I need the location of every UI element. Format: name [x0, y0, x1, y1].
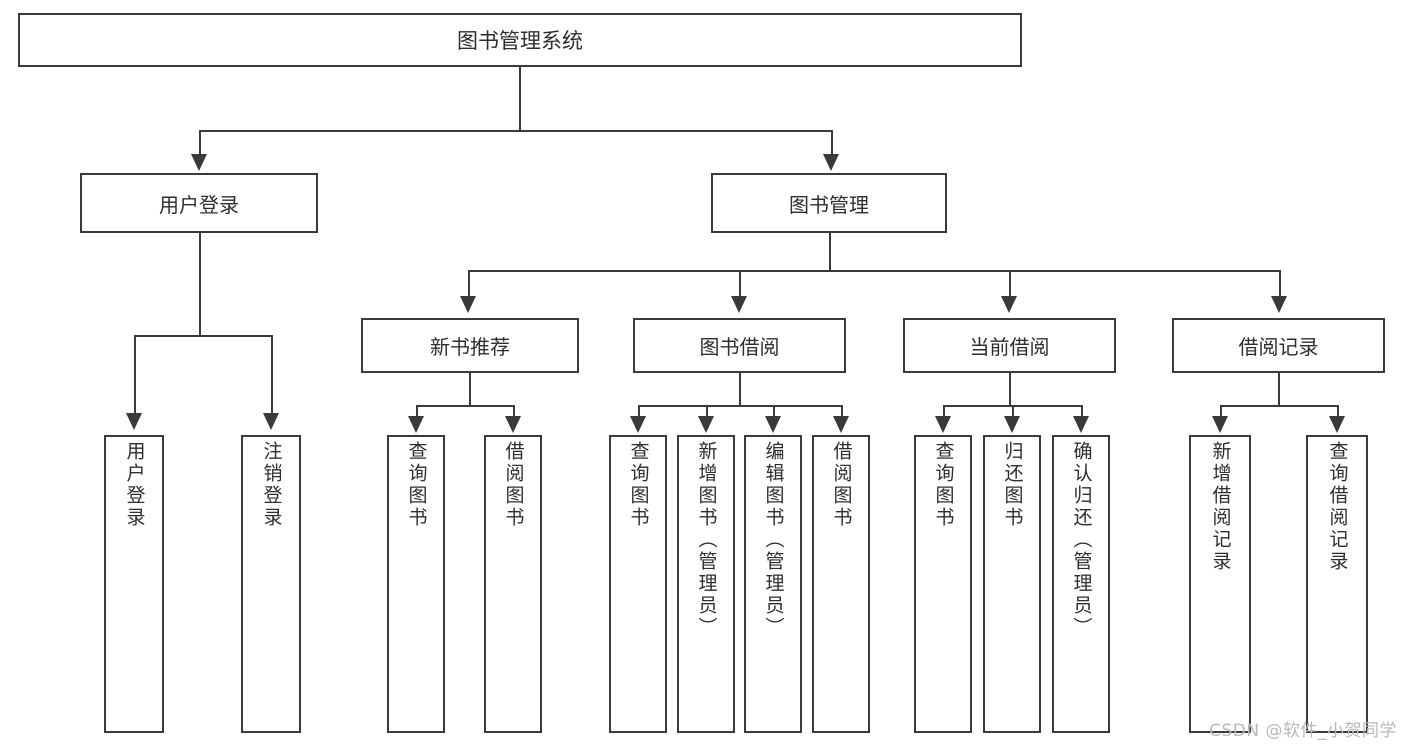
connector-bb-drop-1	[638, 405, 640, 417]
leaf-query-book-recommend[interactable]: 查询图书	[387, 435, 445, 733]
csdn-watermark: CSDN @软件_小贺同学	[1209, 721, 1397, 741]
arrow-to-user-login	[191, 154, 207, 171]
leaf-confirm-return-admin[interactable]: 确认归还（管理员）	[1052, 435, 1110, 733]
arrow-bb-leaf-2	[698, 416, 714, 433]
node-current-borrow[interactable]: 当前借阅	[903, 318, 1116, 373]
arrow-bb-leaf-1	[630, 416, 646, 433]
connector-br-stem	[1278, 373, 1280, 405]
connector-root-drop-right	[831, 130, 833, 156]
arrow-to-new-book-rec	[460, 296, 476, 313]
node-root-system[interactable]: 图书管理系统	[18, 13, 1022, 67]
node-book-management[interactable]: 图书管理	[711, 173, 947, 233]
arrow-cb-leaf-1	[935, 416, 951, 433]
leaf-label: 新增图书（管理员）	[695, 441, 718, 639]
leaf-label: 查询图书	[932, 441, 955, 529]
connector-cb-drop-2	[1012, 405, 1014, 417]
connector-bb-stem	[739, 373, 741, 405]
leaf-query-borrow-record[interactable]: 查询借阅记录	[1306, 435, 1368, 733]
leaf-user-login[interactable]: 用户登录	[104, 435, 164, 733]
connector-bb-drop-3	[773, 405, 775, 417]
arrow-br-leaf-1	[1212, 416, 1228, 433]
arrow-bb-leaf-3	[765, 416, 781, 433]
node-new-book-recommend[interactable]: 新书推荐	[361, 318, 579, 373]
connector-nbr-bus	[416, 405, 514, 407]
connector-root-drop-left	[199, 130, 201, 156]
node-label: 图书管理系统	[457, 29, 583, 53]
arrow-br-leaf-2	[1329, 416, 1345, 433]
node-label: 借阅记录	[1238, 335, 1319, 359]
connector-bm-drop-1	[468, 270, 470, 298]
leaf-label: 查询图书	[405, 441, 428, 529]
connector-nbr-drop-1	[416, 405, 418, 417]
leaf-query-book-borrow[interactable]: 查询图书	[609, 435, 667, 733]
leaf-label: 编辑图书（管理员）	[762, 441, 785, 639]
arrow-cb-leaf-3	[1073, 416, 1089, 433]
leaf-borrow-book-recommend[interactable]: 借阅图书	[484, 435, 542, 733]
leaf-add-borrow-record[interactable]: 新增借阅记录	[1189, 435, 1251, 733]
node-user-login[interactable]: 用户登录	[80, 173, 318, 233]
arrow-cb-leaf-2	[1004, 416, 1020, 433]
connector-cb-drop-3	[1081, 405, 1083, 417]
leaf-label: 确认归还（管理员）	[1070, 441, 1093, 639]
leaf-borrow-book[interactable]: 借阅图书	[812, 435, 870, 733]
connector-bb-drop-4	[841, 405, 843, 417]
leaf-return-book[interactable]: 归还图书	[983, 435, 1041, 733]
connector-cb-drop-1	[943, 405, 945, 417]
leaf-label: 归还图书	[1001, 441, 1024, 529]
connector-bm-drop-4	[1279, 270, 1281, 298]
leaf-add-book-admin[interactable]: 新增图书（管理员）	[677, 435, 735, 733]
node-label: 新书推荐	[430, 335, 510, 359]
connector-root-stem	[519, 67, 521, 130]
node-label: 用户登录	[159, 192, 239, 217]
connector-nbr-stem	[469, 373, 471, 405]
leaf-label: 用户登录	[123, 441, 146, 529]
leaf-label: 借阅图书	[502, 441, 525, 529]
connector-bm-drop-2	[739, 270, 741, 298]
arrow-to-book-borrow	[731, 296, 747, 313]
arrow-to-current-borrow	[1001, 296, 1017, 313]
arrow-to-borrow-record	[1271, 296, 1287, 313]
connector-bb-drop-2	[706, 405, 708, 417]
leaf-label: 新增借阅记录	[1209, 441, 1232, 573]
node-book-borrow[interactable]: 图书借阅	[633, 318, 846, 373]
leaf-logout[interactable]: 注销登录	[241, 435, 301, 733]
leaf-edit-book-admin[interactable]: 编辑图书（管理员）	[744, 435, 802, 733]
connector-bm-drop-3	[1009, 270, 1011, 298]
connector-user-login-drop-2	[271, 335, 273, 415]
connector-br-drop-1	[1220, 405, 1222, 417]
arrow-to-book-manage	[823, 154, 839, 171]
connector-bb-bus	[638, 405, 841, 407]
leaf-label: 查询图书	[627, 441, 650, 529]
connector-user-login-bus	[134, 335, 272, 337]
arrow-bb-leaf-4	[833, 416, 849, 433]
arrow-to-leaf-user-login	[126, 413, 142, 430]
leaf-label: 注销登录	[260, 441, 283, 529]
arrow-to-leaf-logout	[263, 413, 279, 430]
connector-book-manage-bus	[468, 270, 1280, 272]
leaf-label: 查询借阅记录	[1326, 441, 1349, 573]
arrow-nbr-leaf-1	[408, 416, 424, 433]
connector-nbr-drop-2	[513, 405, 515, 417]
node-label: 图书借阅	[699, 335, 780, 359]
connector-cb-stem	[1009, 373, 1011, 405]
node-label: 图书管理	[789, 192, 869, 217]
connector-book-manage-stem	[829, 233, 831, 270]
node-borrow-record[interactable]: 借阅记录	[1172, 318, 1385, 373]
arrow-nbr-leaf-2	[505, 416, 521, 433]
leaf-query-book-current[interactable]: 查询图书	[914, 435, 972, 733]
connector-user-login-stem	[199, 233, 201, 335]
node-label: 当前借阅	[969, 335, 1050, 359]
connector-br-bus	[1220, 405, 1338, 407]
connector-root-bus	[199, 130, 831, 132]
connector-br-drop-2	[1337, 405, 1339, 417]
leaf-label: 借阅图书	[830, 441, 853, 529]
connector-user-login-drop-1	[134, 335, 136, 415]
